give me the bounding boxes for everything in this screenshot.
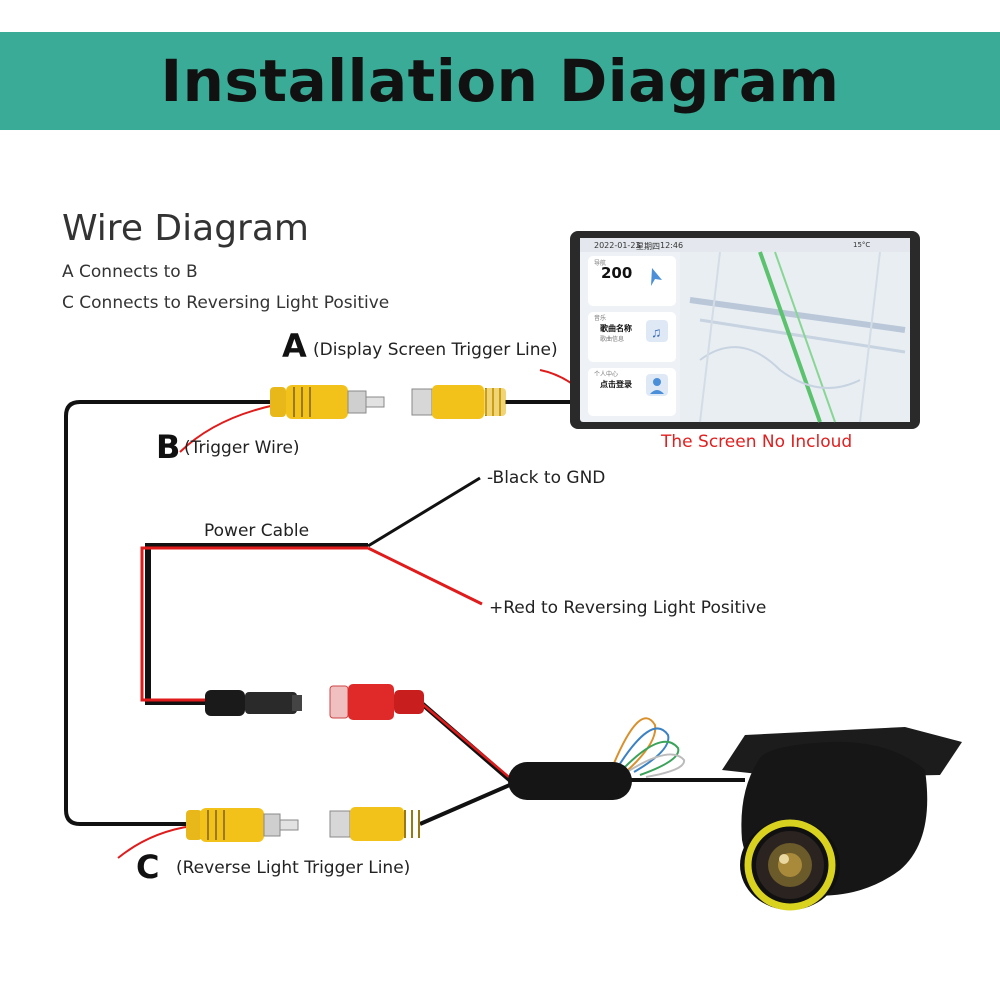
label-red-positive: +Red to Reversing Light Positive [489, 598, 767, 618]
junction-box [508, 762, 632, 800]
dc-male-plug [205, 690, 302, 716]
label-c-text: (Reverse Light Trigger Line) [176, 858, 411, 878]
dc-female-socket [329, 684, 424, 720]
c-leader-line [117, 825, 193, 859]
b-leader-line [179, 404, 276, 453]
label-c-letter: C [136, 848, 160, 886]
label-b-letter: B [156, 428, 181, 466]
screen-personal-label: 个人中心 [594, 371, 619, 378]
power-cable-red [140, 546, 368, 702]
label-a-letter: A [282, 327, 307, 365]
screen-date: 2022-01-23 [594, 241, 641, 250]
screen-temp: 15°C [853, 241, 871, 249]
title-banner: Installation Diagram [0, 32, 1000, 130]
svg-text:♫: ♫ [651, 324, 662, 340]
wire-diagram-line-2: C Connects to Reversing Light Positive [62, 293, 390, 313]
wire-diagram-title: Wire Diagram [62, 208, 309, 249]
video-output-wire [419, 782, 513, 826]
reverse-camera [722, 727, 962, 911]
screen-nav-label: 导航 [594, 260, 607, 267]
power-cable-black [145, 543, 368, 705]
male-rca-connector-c [186, 808, 299, 842]
screen-nav-value: 200 [601, 264, 633, 282]
label-b-text: (Trigger Wire) [184, 438, 300, 458]
wire-diagram-line-1: A Connects to B [62, 262, 198, 282]
screen-music-sub: 歌曲信息 [600, 336, 625, 343]
screen-music-label: 音乐 [594, 315, 607, 322]
screen-time: 12:46 [660, 241, 684, 250]
label-a-text: (Display Screen Trigger Line) [313, 340, 558, 360]
screen-login-title: 点击登录 [600, 380, 632, 389]
screen-not-included-note: The Screen No Incloud [661, 432, 853, 452]
black-gnd-wire [367, 476, 481, 548]
screen-music-title: 歌曲名称 [600, 324, 632, 333]
label-black-gnd: -Black to GND [487, 468, 606, 488]
display-screen: ♫ [570, 231, 920, 429]
label-power-cable: Power Cable [204, 521, 310, 541]
male-rca-connector-b [270, 385, 385, 419]
red-positive-wire [367, 546, 483, 606]
screen-weekday: 星期四 [636, 242, 660, 251]
female-rca-connector-a [411, 385, 506, 419]
page-title: Installation Diagram [160, 47, 840, 115]
trigger-loop-wire [64, 400, 275, 826]
female-rca-connector-camera [329, 807, 420, 841]
